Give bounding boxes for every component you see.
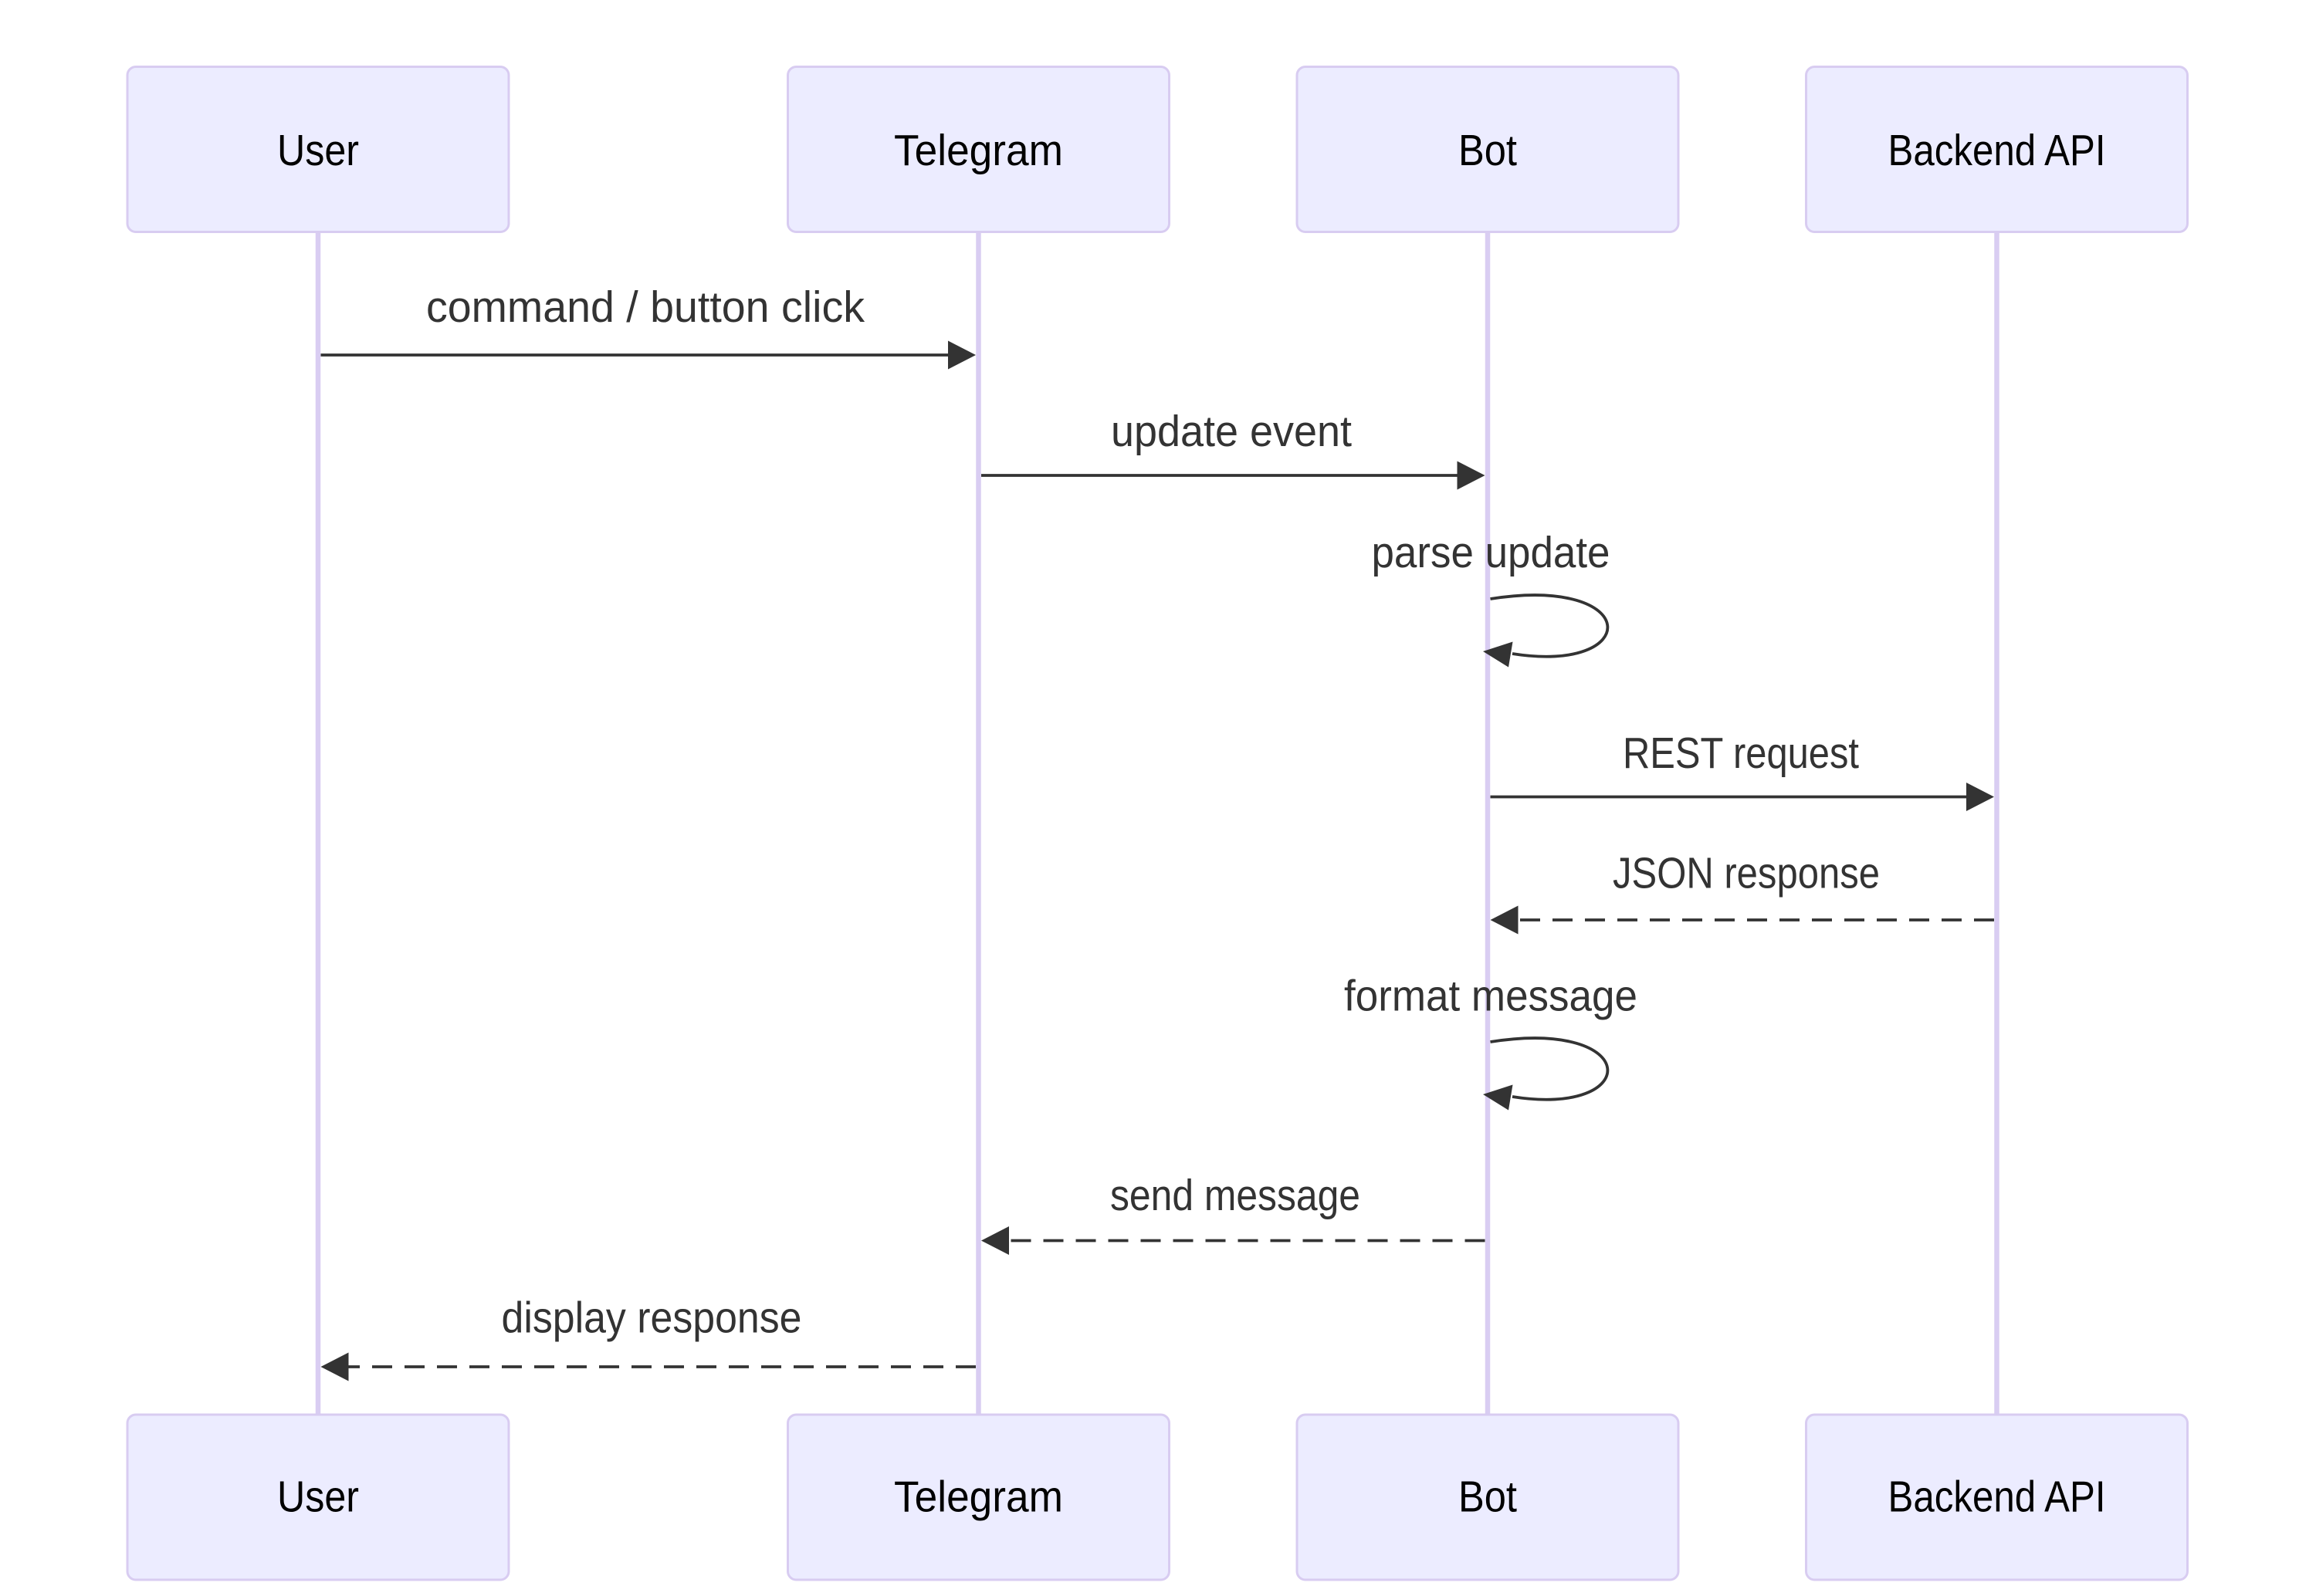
svg-text:display response: display response [502,1293,802,1343]
svg-text:Bot: Bot [1458,1473,1517,1522]
svg-text:command / button click: command / button click [426,282,865,332]
svg-text:JSON response: JSON response [1613,849,1880,898]
svg-text:User: User [277,1473,359,1522]
svg-text:Telegram: Telegram [894,126,1063,175]
svg-text:Backend API: Backend API [1888,1473,2106,1522]
svg-text:update event: update event [1111,407,1352,456]
svg-text:format message: format message [1344,972,1637,1021]
svg-text:parse update: parse update [1372,528,1610,577]
svg-text:User: User [277,126,359,175]
svg-text:REST request: REST request [1623,729,1859,778]
svg-text:Telegram: Telegram [894,1473,1063,1522]
svg-text:send message: send message [1110,1171,1360,1220]
svg-text:Bot: Bot [1458,126,1517,175]
svg-text:Backend API: Backend API [1888,126,2106,175]
